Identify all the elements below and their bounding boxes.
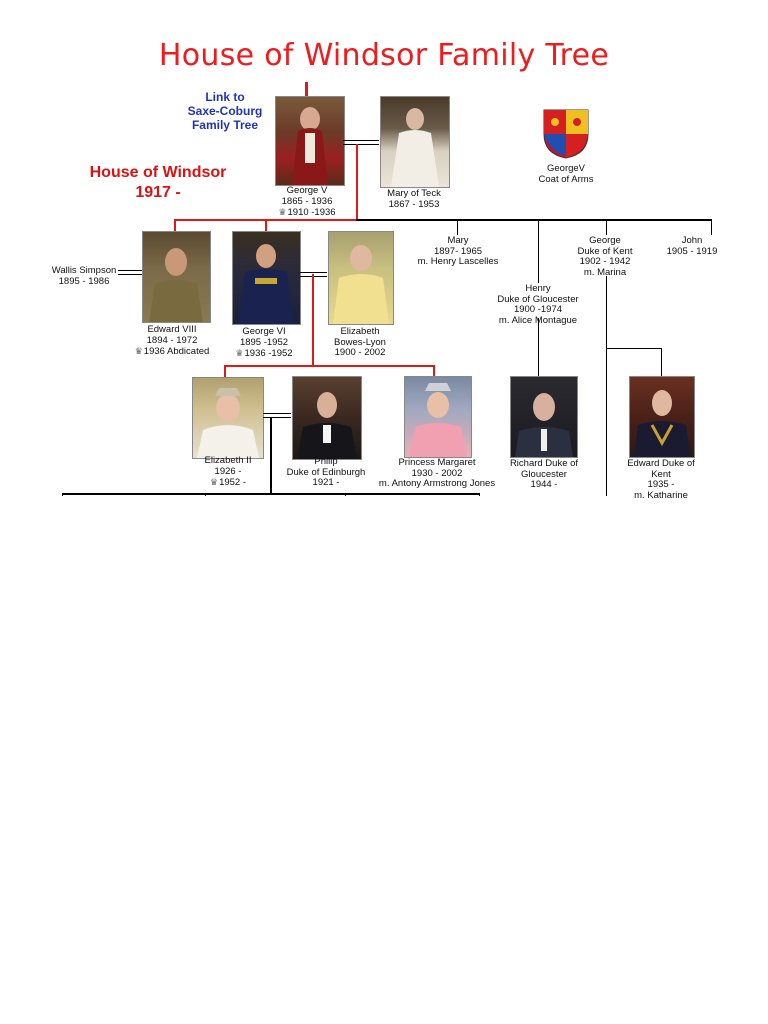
drop-edward: [174, 219, 176, 231]
drop-grandchild: [345, 493, 346, 496]
princess-margaret-label: Princess Margaret 1930 - 2002 m. Antony …: [378, 457, 496, 489]
marriage-line: [263, 413, 291, 414]
edward-kent-figure: [634, 390, 690, 457]
children-bar-black: [356, 219, 712, 221]
richard-gloucester-portrait: [510, 376, 578, 458]
drop-mary: [457, 219, 458, 235]
crown-icon: ♛: [209, 477, 219, 487]
marriage-line: [263, 417, 291, 418]
george-v-portrait: [275, 96, 345, 186]
wallis-simpson-label: Wallis Simpson 1895 - 1986: [51, 265, 117, 287]
edward-viii-figure: [149, 248, 203, 322]
edward-viii-label: Edward VIII 1894 - 1972 ♛1936 Abdicated: [134, 324, 210, 357]
title-connector-line: [305, 82, 308, 98]
elizabeth-ii-figure: [197, 388, 259, 458]
elizabeth-ii-portrait: [192, 377, 264, 459]
children-bar-red-2: [224, 365, 434, 367]
mary-of-teck-figure: [391, 108, 439, 187]
elizabeth-bowes-lyon-label: Elizabeth Bowes-Lyon 1900 - 2002: [334, 326, 386, 358]
george-vi-figure: [239, 244, 293, 324]
george-v-label: George V 1865 - 1936 ♛1910 -1936: [278, 185, 336, 218]
elizabeth-descent-line: [270, 417, 272, 493]
mary-of-teck-label: Mary of Teck 1867 - 1953: [387, 188, 441, 210]
john-label: John 1905 - 1919: [666, 235, 718, 257]
house-heading: House of Windsor 1917 -: [89, 164, 227, 201]
philip-portrait: [292, 376, 362, 460]
drop-grandchild: [62, 493, 63, 496]
henry-descent-line: [538, 318, 539, 376]
marriage-line: [343, 144, 379, 145]
richard-gloucester-figure: [515, 393, 573, 457]
kent-descent-line: [606, 276, 607, 496]
drop-henry: [538, 219, 539, 283]
drop-margaret: [433, 365, 435, 377]
marriage-line: [118, 270, 142, 271]
princess-margaret-portrait: [404, 376, 472, 458]
drop-edward-kent: [661, 348, 662, 376]
princess-margaret-figure: [409, 383, 467, 457]
drop-grandchild: [205, 493, 206, 496]
elizabeth-bowes-lyon-figure: [333, 245, 389, 324]
richard-gloucester-label: Richard Duke of Gloucester 1944 -: [509, 458, 579, 490]
philip-figure: [297, 392, 357, 459]
marriage-line: [118, 274, 142, 275]
philip-label: Philip Duke of Edinburgh 1921 -: [286, 456, 366, 488]
grandchildren-bar: [62, 493, 480, 495]
drop-john: [711, 219, 712, 235]
page-title: House of Windsor Family Tree: [158, 38, 610, 73]
edward-kent-label: Edward Duke of Kent 1935 - m. Katharine: [627, 458, 695, 501]
drop-elizabeth-ii: [224, 365, 226, 377]
george-vi-portrait: [232, 231, 301, 325]
drop-george-kent: [606, 219, 607, 235]
crown-icon: ♛: [278, 207, 287, 217]
elizabeth-ii-label: Elizabeth II 1926 - ♛1952 -: [204, 455, 252, 488]
saxe-coburg-link[interactable]: Link to Saxe-Coburg Family Tree: [187, 90, 263, 132]
marriage-line: [300, 272, 327, 273]
mary-label: Mary 1897- 1965 m. Henry Lascelles: [417, 235, 499, 267]
edward-kent-portrait: [629, 376, 695, 458]
mary-of-teck-portrait: [380, 96, 450, 188]
coat-of-arms-shield-icon: [543, 109, 589, 159]
elizabeth-bowes-lyon-portrait: [328, 231, 394, 325]
george-vi-label: George VI 1895 -1952 ♛1936 -1952: [235, 326, 293, 359]
drop-grandchild: [479, 493, 480, 496]
coat-of-arms-label: GeorgeV Coat of Arms: [538, 163, 594, 185]
george-kent-label: George Duke of Kent 1902 - 1942 m. Marin…: [577, 235, 633, 278]
crown-icon: ♛: [235, 348, 244, 358]
descent-line: [356, 144, 358, 220]
drop-george-vi: [265, 219, 267, 231]
edward-viii-portrait: [142, 231, 211, 323]
kent-child-bar: [606, 348, 662, 349]
descent-line-red: [312, 274, 314, 366]
marriage-line: [343, 140, 379, 141]
george-v-figure: [292, 107, 328, 185]
crown-icon: ♛: [134, 346, 143, 356]
